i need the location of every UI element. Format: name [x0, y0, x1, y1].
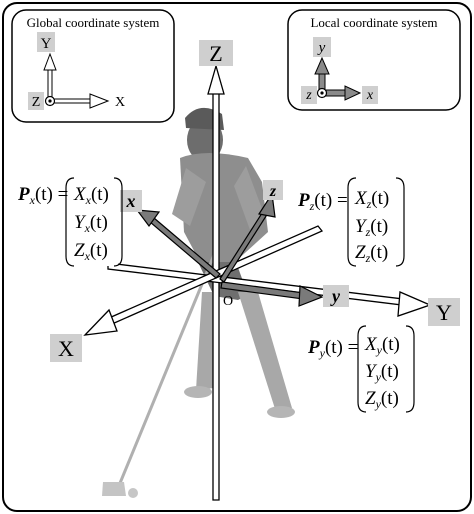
px-row2-arg: (t)	[90, 212, 108, 233]
px-row3-main: Z	[74, 240, 85, 261]
local-x-label-box	[120, 190, 142, 212]
px-row1-main: X	[73, 184, 87, 205]
pz-row1-sub: z	[366, 197, 372, 211]
local-y-label: y	[330, 286, 341, 306]
svg-text:Xx(t): Xx(t)	[73, 184, 109, 207]
inset-local-z-label-box	[301, 86, 317, 104]
px-row2-main: Y	[74, 212, 87, 233]
local-inset-frame	[287, 9, 461, 111]
pz-row1-main: X	[354, 188, 368, 209]
pz-symbol: P	[297, 190, 310, 211]
px-row1-sub: x	[85, 193, 92, 207]
svg-text:Px(t) =: Px(t) =	[17, 184, 68, 207]
equation-px: Px(t) = Xx(t) Yx(t) Zx(t)	[17, 176, 123, 267]
py-row2-arg: (t)	[381, 361, 399, 382]
local-inset-title: Local coordinate system	[310, 15, 437, 30]
px-right-bracket	[113, 177, 123, 267]
global-x-arrowhead	[83, 308, 118, 336]
inset-y-label-box	[37, 32, 55, 52]
global-y-label-box	[428, 298, 460, 326]
global-z-axis	[212, 89, 220, 501]
inset-local-y-label: y	[317, 40, 326, 56]
px-row3-arg: (t)	[90, 240, 108, 261]
px-left-bracket	[65, 177, 75, 267]
pz-arg: (t) =	[314, 190, 347, 211]
py-row1-arg: (t)	[382, 334, 400, 355]
equation-py: Py(t) = Xy(t) Yy(t) Zy(t)	[307, 324, 418, 413]
global-inset: Global coordinate system Y Z X	[11, 9, 175, 123]
pz-row2-main: Y	[355, 216, 368, 237]
inset-global-y-label: Y	[41, 36, 52, 52]
svg-text:Zz(t): Zz(t)	[355, 242, 388, 265]
global-z-arrowhead	[207, 63, 225, 95]
px-arg: (t) =	[35, 184, 68, 205]
inset-global-x-label: X	[115, 95, 125, 110]
global-z-label: Z	[209, 41, 222, 66]
pz-row2-arg: (t)	[370, 216, 388, 237]
local-axes	[135, 192, 324, 307]
px-symbol: P	[17, 184, 30, 205]
pz-row3-sub: z	[365, 251, 371, 265]
svg-text:Zy(t): Zy(t)	[365, 388, 399, 411]
px-row1-arg: (t)	[91, 184, 109, 205]
px-row2-sub: x	[84, 221, 91, 235]
svg-text:Yx(t): Yx(t)	[74, 212, 108, 235]
py-row2-main: Y	[365, 361, 378, 382]
pz-sub: z	[309, 199, 315, 213]
py-row3-sub: y	[375, 397, 382, 411]
svg-text:Zx(t): Zx(t)	[74, 240, 108, 263]
local-z-label-box	[263, 180, 283, 200]
py-row1-main: X	[364, 334, 378, 355]
origin-label: O	[223, 294, 233, 309]
px-row3-sub: x	[84, 249, 91, 263]
py-right-bracket	[405, 325, 415, 413]
py-arg: (t) =	[325, 337, 358, 358]
svg-text:Yz(t): Yz(t)	[355, 216, 388, 239]
svg-text:Py(t) =: Py(t) =	[307, 337, 358, 360]
local-z-label: z	[269, 183, 277, 200]
global-x-label: X	[58, 336, 74, 361]
inset-local-y-label-box	[313, 37, 331, 57]
local-y-arrowhead	[298, 285, 324, 307]
global-y-arrowhead	[397, 291, 432, 317]
py-symbol: P	[307, 337, 320, 358]
svg-text:Xz(t): Xz(t)	[354, 188, 389, 211]
equation-pz: Pz(t) = Xz(t) Yz(t) Zz(t)	[297, 176, 405, 267]
inset-local-x-label-box	[362, 86, 378, 104]
inset-z-label-box	[28, 92, 44, 110]
local-inset: Local coordinate system y z x	[287, 9, 461, 111]
py-row3-main: Z	[365, 388, 376, 409]
local-x-arrowhead	[135, 209, 161, 228]
inset-local-x-label: x	[366, 88, 374, 103]
pz-row2-sub: z	[365, 225, 371, 239]
pz-row3-main: Z	[355, 242, 366, 263]
py-row1-sub: y	[376, 343, 383, 357]
svg-text:Yy(t): Yy(t)	[365, 361, 399, 384]
svg-text:Xy(t): Xy(t)	[364, 334, 400, 357]
global-inset-title: Global coordinate system	[27, 15, 160, 30]
pz-row3-arg: (t)	[370, 242, 388, 263]
local-x-label: x	[126, 191, 136, 211]
pz-right-bracket	[395, 177, 405, 267]
py-row3-arg: (t)	[381, 388, 399, 409]
py-left-bracket	[357, 325, 367, 413]
inset-global-z-label: Z	[32, 95, 41, 110]
pz-row1-arg: (t)	[371, 188, 389, 209]
global-y-label: Y	[436, 300, 452, 325]
global-x-label-box	[50, 334, 82, 362]
global-z-label-box	[199, 40, 233, 66]
py-row2-sub: y	[375, 370, 382, 384]
svg-text:Pz(t) =: Pz(t) =	[297, 190, 348, 213]
pz-left-bracket	[347, 177, 357, 267]
inset-local-z-label: z	[305, 88, 312, 103]
py-sub: y	[319, 346, 326, 360]
local-y-label-box	[323, 285, 349, 307]
px-sub: x	[29, 193, 36, 207]
